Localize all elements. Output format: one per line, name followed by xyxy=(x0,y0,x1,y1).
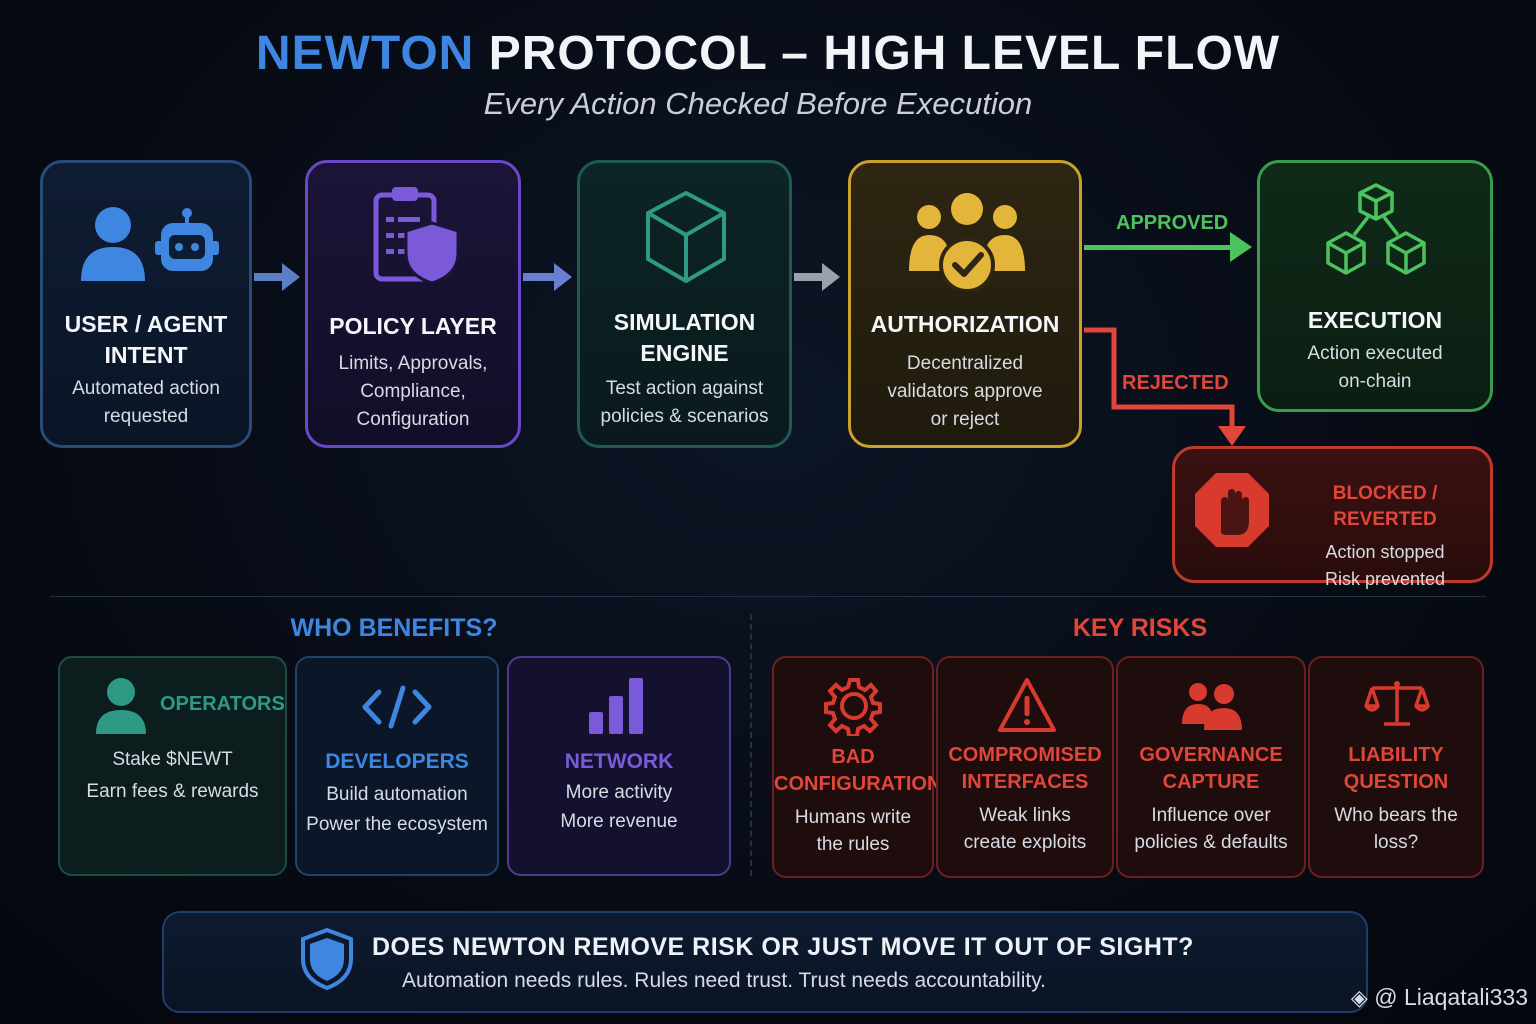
arrow-approved xyxy=(1084,232,1252,262)
auth-desc-3: or reject xyxy=(930,409,1000,430)
operators-title: OPERATORS xyxy=(160,693,285,715)
risk-4-title-1: LIABILITY xyxy=(1348,744,1444,766)
risk-compromised-interfaces: COMPROMISED INTERFACES Weak links create… xyxy=(936,656,1114,878)
risk-4-line-2: loss? xyxy=(1373,832,1419,853)
policy-layer-card: POLICY LAYER Limits, Approvals, Complian… xyxy=(305,160,521,448)
operators-line-2: Earn fees & rewards xyxy=(86,781,259,802)
risk-1-line-2: the rules xyxy=(816,834,890,855)
blocked-card: BLOCKED / REVERTED Action stopped Risk p… xyxy=(1172,446,1493,589)
exec-title: EXECUTION xyxy=(1307,307,1443,333)
developers-line-2: Power the ecosystem xyxy=(306,814,488,835)
execution-card: EXECUTION Action executed on-chain xyxy=(1257,160,1493,412)
watermark: ◈ @ Liaqatali333 xyxy=(1351,984,1528,1011)
gear-icon xyxy=(824,678,882,736)
arrow-sim-to-auth xyxy=(794,263,840,291)
policy-desc-1: Limits, Approvals, xyxy=(338,353,488,374)
auth-desc-1: Decentralized xyxy=(906,353,1024,374)
network-title: NETWORK xyxy=(564,750,674,773)
arrow-user-to-policy xyxy=(254,263,300,291)
risk-governance-capture: GOVERNANCE CAPTURE Influence over polici… xyxy=(1116,656,1306,878)
sim-desc-1: Test action against xyxy=(605,378,764,399)
user-icon xyxy=(81,207,145,281)
exec-desc-1: Action executed xyxy=(1307,343,1443,364)
user-desc-2: requested xyxy=(103,406,189,427)
developers-card: DEVELOPERS Build automation Power the ec… xyxy=(295,656,499,876)
group-icon xyxy=(1182,683,1242,730)
auth-title: AUTHORIZATION xyxy=(870,311,1060,337)
cube-icon xyxy=(646,191,726,283)
validators-check-icon xyxy=(909,193,1025,291)
network-line-2: More revenue xyxy=(560,811,678,832)
rejected-label: REJECTED xyxy=(1122,372,1229,394)
risk-3-title-1: GOVERNANCE xyxy=(1139,744,1283,766)
user-agent-card: USER / AGENT INTENT Automated action req… xyxy=(40,160,252,448)
blocks-icon xyxy=(1326,183,1426,275)
sim-title-1: SIMULATION xyxy=(613,309,756,335)
title-rest: PROTOCOL – HIGH LEVEL FLOW xyxy=(488,27,1281,80)
network-line-1: More activity xyxy=(565,782,673,803)
risk-3-title-2: CAPTURE xyxy=(1162,771,1260,793)
banner-answer: Automation needs rules. Rules need trust… xyxy=(402,969,1046,992)
flow-connectors xyxy=(254,232,1252,446)
risk-1-title-2: CONFIGURATION xyxy=(774,773,942,795)
policy-desc-2: Compliance, xyxy=(360,381,466,402)
arrow-policy-to-sim xyxy=(523,263,572,291)
arrow-rejected-head xyxy=(1218,426,1246,446)
operators-card: OPERATORS Stake $NEWT Earn fees & reward… xyxy=(58,656,287,876)
section-divider xyxy=(50,596,1486,597)
risk-3-line-2: policies & defaults xyxy=(1134,832,1288,853)
policy-title: POLICY LAYER xyxy=(329,313,497,339)
user-title-2: INTENT xyxy=(104,342,188,368)
risk-3-line-1: Influence over xyxy=(1151,805,1271,826)
risk-4-title-2: QUESTION xyxy=(1343,771,1449,793)
risk-2-line-2: create exploits xyxy=(963,832,1087,853)
risk-liability-question: LIABILITY QUESTION Who bears the loss? xyxy=(1308,656,1484,878)
exec-desc-2: on-chain xyxy=(1338,371,1412,392)
operators-line-1: Stake $NEWT xyxy=(112,749,233,770)
sim-title-2: ENGINE xyxy=(640,340,729,366)
code-icon xyxy=(362,685,432,729)
stop-hand-icon xyxy=(1195,473,1269,547)
page-title: NEWTON PROTOCOL – HIGH LEVEL FLOW xyxy=(0,26,1536,81)
diamond-logo-icon: ◈ xyxy=(1350,985,1368,1010)
risk-2-line-1: Weak links xyxy=(979,805,1071,826)
risk-1-title-1: BAD xyxy=(831,746,875,768)
policy-desc-3: Configuration xyxy=(356,409,470,430)
network-card: NETWORK More activity More revenue xyxy=(507,656,731,876)
arrow-rejected xyxy=(1084,327,1235,432)
bar-chart-icon xyxy=(589,678,643,734)
warning-icon xyxy=(998,678,1056,732)
risk-1-line-1: Humans write xyxy=(794,807,912,828)
simulation-engine-card: SIMULATION ENGINE Test action against po… xyxy=(577,160,792,448)
title-accent: NEWTON xyxy=(255,27,475,80)
risk-2-title-2: INTERFACES xyxy=(961,771,1089,793)
shield-icon xyxy=(301,927,353,991)
blocked-desc-2: Risk prevented xyxy=(1324,569,1446,589)
blocked-desc-1: Action stopped xyxy=(1325,542,1445,562)
risk-4-line-1: Who bears the xyxy=(1334,805,1458,826)
risk-2-title-1: COMPROMISED xyxy=(948,744,1102,766)
developers-line-1: Build automation xyxy=(326,784,468,805)
person-icon xyxy=(96,678,146,734)
risk-bad-configuration: BAD CONFIGURATION Humans write the rules xyxy=(772,656,942,878)
benefits-title: WHO BENEFITS? xyxy=(290,614,498,642)
banner-question: DOES NEWTON REMOVE RISK OR JUST MOVE IT … xyxy=(372,933,1194,961)
watermark-text: @ Liaqatali333 xyxy=(1374,984,1528,1010)
bottom-banner: DOES NEWTON REMOVE RISK OR JUST MOVE IT … xyxy=(162,911,1368,1013)
developers-title: DEVELOPERS xyxy=(325,750,469,773)
authorization-card: AUTHORIZATION Decentralized validators a… xyxy=(848,160,1082,448)
user-title-1: USER / AGENT xyxy=(64,311,228,337)
risks-title: KEY RISKS xyxy=(1072,614,1208,642)
user-desc-1: Automated action xyxy=(72,378,220,399)
clipboard-shield-icon xyxy=(373,187,460,285)
blocked-title: BLOCKED / REVERTED xyxy=(1332,483,1438,530)
auth-desc-2: validators approve xyxy=(887,381,1043,402)
page-subtitle: Every Action Checked Before Execution xyxy=(483,86,1033,121)
approved-label: APPROVED xyxy=(1116,212,1229,234)
column-divider xyxy=(750,614,752,876)
scales-icon xyxy=(1364,681,1430,726)
robot-icon xyxy=(155,208,219,271)
sim-desc-2: policies & scenarios xyxy=(600,406,769,427)
